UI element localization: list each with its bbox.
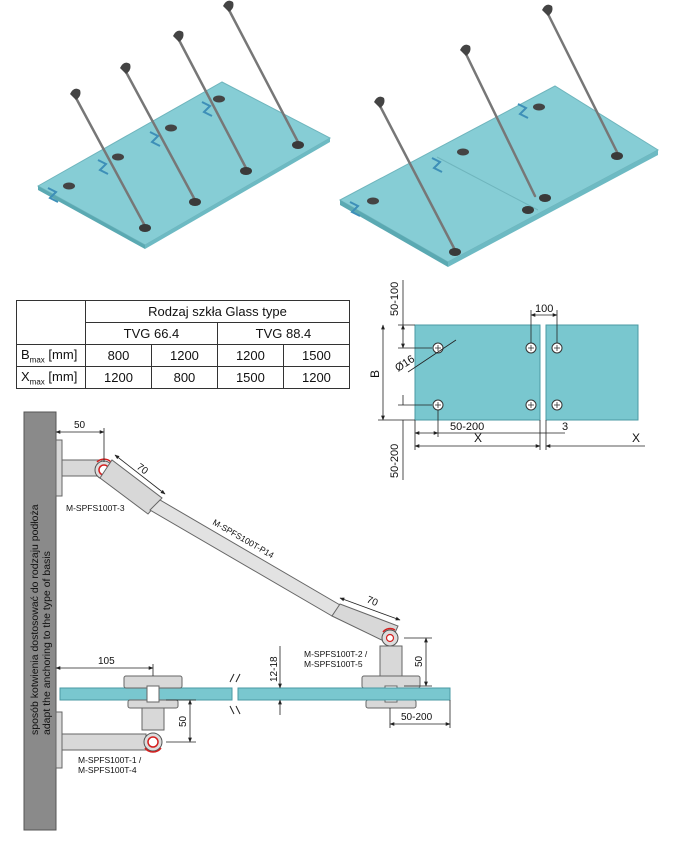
label-glass-fitting-5: M-SPFS100T-5 (304, 659, 363, 669)
dim-right-50: 50 (414, 655, 425, 667)
dim-105: 105 (98, 656, 115, 667)
plan-gap: 3 (562, 421, 568, 433)
dim-top-offset: 50 (74, 420, 86, 431)
dim-lower-70: 70 (365, 595, 380, 610)
table-corner (16, 300, 86, 345)
wall (23, 411, 57, 831)
label-glass-fitting-2: M-SPFS100T-2 / (304, 649, 368, 659)
table-row: Xmax [mm] 1200 800 1500 1200 (16, 366, 351, 389)
table-cell: 1200 (85, 366, 152, 389)
plan-top-offset: 50-100 (389, 282, 401, 316)
table-cell: 800 (150, 366, 218, 389)
glass-plan-view: 50-100 100 Ø16 B 50-200 3 50-200 X X (368, 280, 645, 480)
wall-note-pl: sposób kotwienia dostosować do rodzaju p… (29, 504, 41, 735)
wall-note-en: adapt the anchoring to the type of basis (41, 551, 53, 735)
canopy-3d-view-three-rods (338, 4, 660, 267)
row-label-b: Bmax [mm] (16, 344, 86, 367)
table-cell: 1500 (216, 366, 284, 389)
plan-span-right: X (632, 431, 640, 445)
label-bottom-fitting-1: M-SPFS100T-1 / (78, 755, 142, 765)
table-header: Rodzaj szkła Glass type (85, 300, 350, 323)
table-cell: 800 (85, 344, 152, 367)
canopy-3d-view-four-rods (36, 0, 332, 249)
dim-glass-thickness: 12-18 (269, 656, 280, 682)
glass-type-1: TVG 66.4 (85, 322, 218, 345)
plan-spacing: 100 (535, 303, 553, 315)
label-top-fitting: M-SPFS100T-3 (66, 503, 125, 513)
table-cell: 1200 (216, 344, 284, 367)
table-row: Bmax [mm] 800 1200 1200 1500 (16, 344, 351, 367)
dim-lower-50: 50 (178, 715, 189, 727)
table-cell: 1200 (282, 366, 351, 389)
glass-type-2: TVG 88.4 (216, 322, 351, 345)
plan-edge-distance: 50-200 (450, 421, 484, 433)
dim-upper-70: 70 (134, 462, 150, 478)
plan-hole-diameter: Ø16 (393, 353, 417, 374)
plan-bottom-offset: 50-200 (389, 444, 401, 478)
table-cell: 1500 (282, 344, 351, 367)
plan-span-left: X (474, 431, 482, 445)
row-label-x: Xmax [mm] (16, 366, 86, 389)
section-view: sposób kotwienia dostosować do rodzaju p… (23, 411, 451, 831)
glass-spec-table: Rodzaj szkła Glass type TVG 66.4 TVG 88.… (16, 300, 351, 389)
dim-edge: 50-200 (401, 712, 433, 723)
plan-height: B (368, 370, 382, 378)
table-cell: 1200 (150, 344, 218, 367)
label-bottom-fitting-4: M-SPFS100T-4 (78, 765, 137, 775)
glass-pane (59, 687, 233, 701)
